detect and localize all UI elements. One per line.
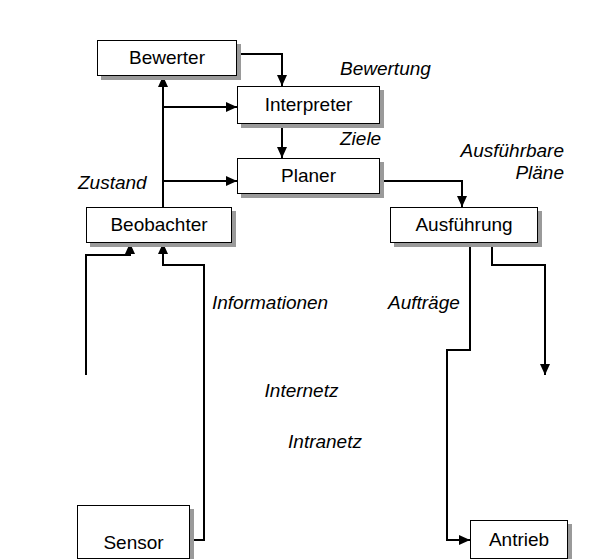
flow-arrow xyxy=(163,107,237,207)
flow-label: Zustand xyxy=(78,172,147,194)
band-fill xyxy=(0,375,603,408)
flow-arrow xyxy=(492,243,545,375)
box-label: Sensor xyxy=(103,532,163,554)
process-box: Planer xyxy=(237,158,380,194)
flow-arrow xyxy=(380,181,462,207)
process-box: Sensor xyxy=(77,505,190,559)
flow-label: Aufträge xyxy=(388,292,460,314)
flow-arrow xyxy=(281,124,283,158)
motor-terminal xyxy=(456,523,468,533)
camera-base xyxy=(101,489,151,498)
process-box: Bewerter xyxy=(97,40,237,76)
flow-label: Bewertung xyxy=(340,58,431,80)
process-box: Ausführung xyxy=(390,207,538,243)
flow-arrow xyxy=(86,243,130,375)
system-frame xyxy=(59,13,569,331)
flow-arrow xyxy=(163,243,204,540)
motor-shaft xyxy=(568,519,603,531)
flow-label: Informationen xyxy=(212,292,328,314)
frame-bar xyxy=(18,0,38,358)
box-label: Ausführung xyxy=(415,214,512,236)
box-label: Beobachter xyxy=(110,214,207,236)
box-label: Antrieb xyxy=(489,529,549,551)
box-label: Bewerter xyxy=(129,47,205,69)
network-band: Intranetz xyxy=(178,423,472,461)
process-box: Antrieb xyxy=(470,520,568,559)
camera-lens xyxy=(113,471,120,483)
band-fill xyxy=(178,423,472,461)
flow-arrow xyxy=(447,243,470,540)
sensor-beam xyxy=(45,477,108,478)
flow-label: Ausführbare Pläne xyxy=(444,140,564,184)
frame-bar xyxy=(580,0,601,358)
box-label: Planer xyxy=(281,165,336,187)
process-box: Beobachter xyxy=(86,207,232,243)
band-label: Internetz xyxy=(257,379,347,404)
frame-edge xyxy=(38,358,580,359)
flow-arrow xyxy=(163,181,237,207)
network-band: Internetz xyxy=(0,375,603,408)
flow-arrow xyxy=(237,54,282,86)
camera-body xyxy=(111,466,141,489)
band-label: Intranetz xyxy=(280,430,370,455)
box-label: Interpreter xyxy=(265,94,353,116)
flow-label: Ziele xyxy=(340,128,381,150)
process-box: Interpreter xyxy=(237,86,380,124)
